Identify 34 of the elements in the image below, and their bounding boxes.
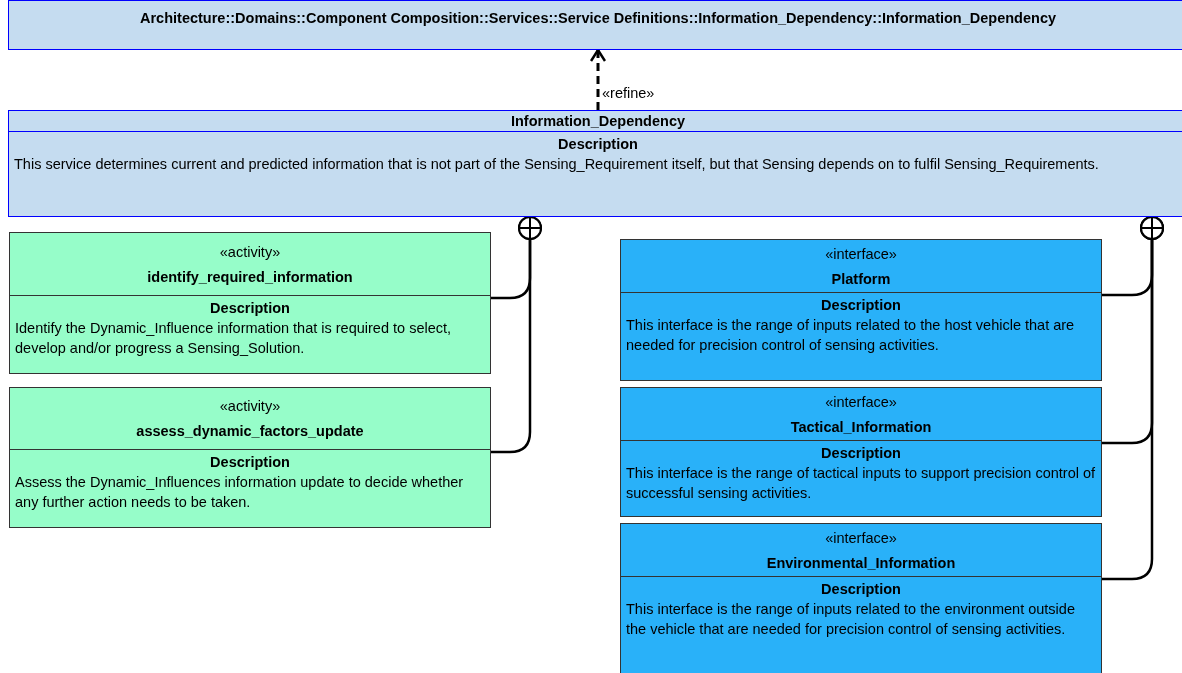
interface-box (620, 387, 1102, 517)
element-name: Tactical_Information (790, 417, 932, 437)
description-text: Assess the Dynamic_Influences information update to decide whether any further action needs to be taken. (15, 473, 465, 512)
package-box (8, 110, 1182, 217)
interface-box (620, 239, 1102, 381)
section-heading: Description (820, 444, 902, 463)
stereotype-label: «interface» (825, 244, 897, 264)
description-text: This interface is the range of inputs related to the host vehicle that are needed for precision control of sensing activities. (626, 316, 1076, 355)
section-heading: Description (557, 135, 639, 154)
stereotype-label: «activity» (219, 397, 281, 416)
containment-connector (491, 216, 542, 454)
section-heading: Description (820, 580, 902, 599)
containment-connector (1102, 216, 1164, 581)
stereotype-label: «interface» (825, 392, 897, 412)
section-heading: Description (820, 296, 902, 315)
element-name: Architecture::Domains::Component Composition::Services::Service Definitions::Information_Dependency::Information_Dependency (140, 9, 1056, 28)
package-box (8, 0, 1182, 50)
activity-box (9, 232, 491, 374)
dependency-arrow (589, 48, 607, 110)
element-name: Information_Dependency (511, 112, 685, 131)
element-name: assess_dynamic_factors_update (136, 422, 364, 441)
element-name: identify_required_information (147, 267, 353, 287)
element-name: Platform (831, 269, 891, 289)
description-text: This interface is the range of tactical inputs to support precision control of successful sensing activities. (626, 464, 1096, 503)
activity-box (9, 387, 491, 528)
description-text: Identify the Dynamic_Influence information that is required to select, develop and/or progress a Sensing_Solution. (15, 319, 453, 358)
description-text: This service determines current and predicted information that is not part of the Sensing_Requirement itself, but that Sensing depends on to fulfil Sensing_Requirements. (14, 155, 1100, 174)
stereotype-label: «activity» (219, 242, 281, 262)
interface-box (620, 523, 1102, 673)
section-heading: Description (209, 453, 291, 472)
section-heading: Description (209, 299, 291, 318)
description-text: This interface is the range of inputs related to the environment outside the vehicle that are needed for precision control of sensing activities. (626, 600, 1076, 639)
stereotype-label: «interface» (825, 528, 897, 548)
element-name: Environmental_Information (766, 553, 956, 573)
